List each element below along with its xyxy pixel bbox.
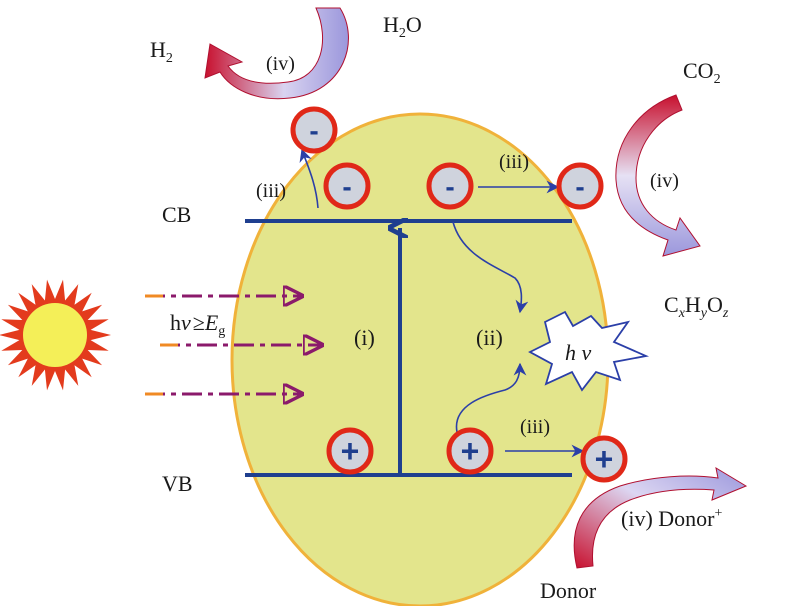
electron-transfer-arrow-left xyxy=(299,148,319,209)
step-ii-label: (ii) xyxy=(476,325,503,350)
sun-icon xyxy=(0,279,111,391)
donor-plus-label: (iv) Donor+ xyxy=(621,506,722,531)
svg-text:-: - xyxy=(445,171,454,202)
step-iv-co2-label: (iv) xyxy=(650,170,679,192)
hole-particle: + xyxy=(580,435,628,483)
svg-text:-: - xyxy=(309,115,318,146)
photon-emission-burst: h v xyxy=(528,310,650,392)
step-iii-right-label: (iii) xyxy=(499,151,529,173)
recombination-arrow-electron xyxy=(452,221,529,314)
co2-label: CO2 xyxy=(683,58,721,87)
step-i-label: (i) xyxy=(354,325,375,350)
h2o-label: H2O xyxy=(383,12,422,41)
svg-text:+: + xyxy=(595,441,614,477)
recombination-arrow-hole xyxy=(455,362,527,433)
h2-label: H2 xyxy=(150,37,173,66)
electron-particle: - xyxy=(290,106,338,154)
electron-particle: - xyxy=(556,162,604,210)
step-iii-left-label: (iii) xyxy=(256,180,286,202)
photon-label: h v xyxy=(565,340,592,365)
hole-particle: + xyxy=(326,427,374,475)
vb-label: VB xyxy=(162,471,193,496)
electron-particle: - xyxy=(323,162,371,210)
water-reduction-arrow xyxy=(204,7,349,100)
svg-text:+: + xyxy=(461,433,480,469)
donor-label: Donor xyxy=(540,578,597,603)
step-iii-bottom-label: (iii) xyxy=(520,416,550,438)
svg-text:-: - xyxy=(575,171,584,202)
svg-text:+: + xyxy=(341,433,360,469)
co2-reduction-arrow xyxy=(615,94,701,257)
cb-label: CB xyxy=(162,202,191,227)
incident-light-arrows xyxy=(145,296,322,394)
svg-text:-: - xyxy=(342,171,351,202)
step-iv-h2-label: (iv) xyxy=(266,53,295,75)
hole-particle: + xyxy=(446,427,494,475)
hydrocarbon-product-label: CxHyOz xyxy=(664,292,729,321)
electron-particle: - xyxy=(426,162,474,210)
donor-oxidation-arrow xyxy=(573,466,748,569)
excitation-condition-label: hv≥Eg xyxy=(170,310,225,339)
